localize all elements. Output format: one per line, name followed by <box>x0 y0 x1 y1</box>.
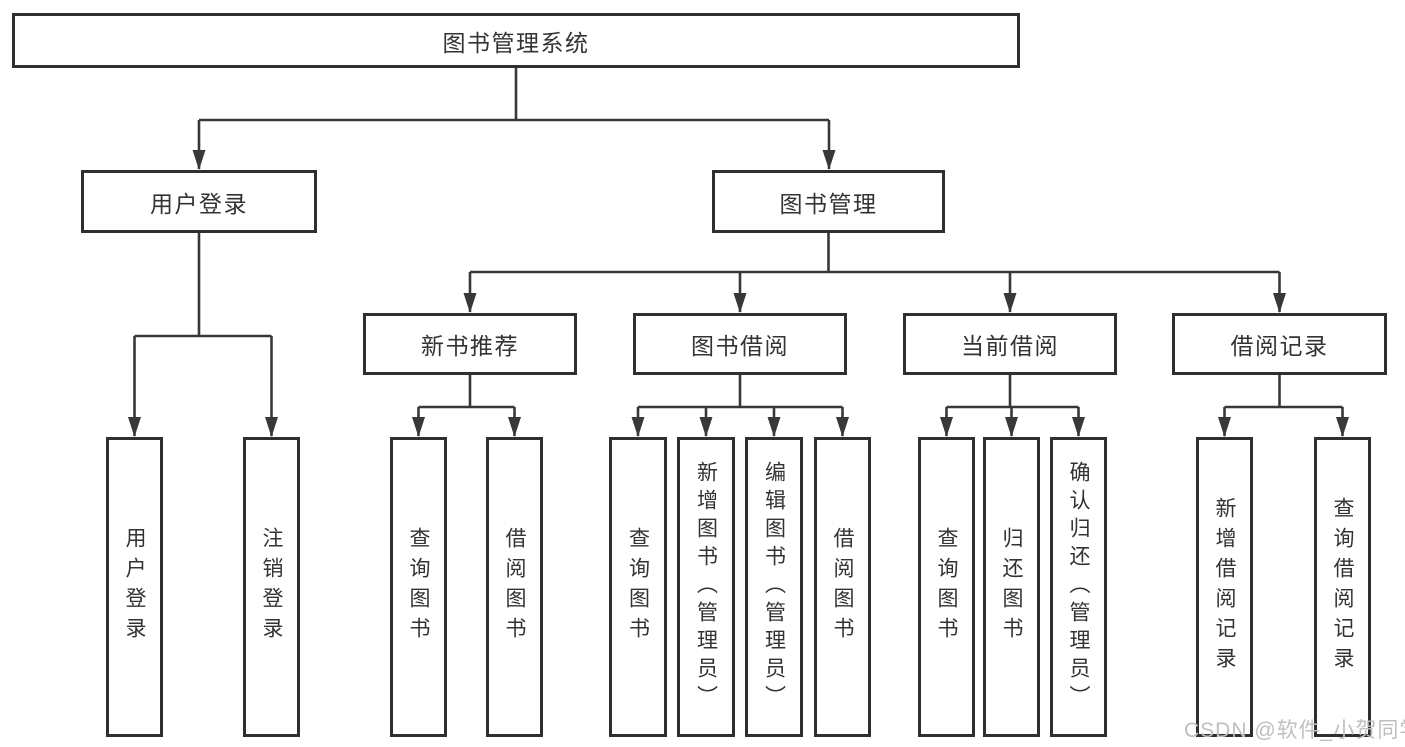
leaf-user-login: 用户登录 <box>106 437 163 737</box>
leaf-cb-confirm-return-admin: 确认归还（管理员） <box>1050 437 1107 737</box>
node-borrow-records: 借阅记录 <box>1172 313 1387 375</box>
leaf-cb-query-books: 查询图书 <box>918 437 975 737</box>
leaf-bb-query-books: 查询图书 <box>609 437 667 737</box>
leaf-br-add-record: 新增借阅记录 <box>1196 437 1253 737</box>
leaf-bb-edit-books-admin: 编辑图书（管理员） <box>745 437 803 737</box>
leaf-nb-query-books: 查询图书 <box>390 437 447 737</box>
leaf-cb-return-books: 归还图书 <box>983 437 1040 737</box>
leaf-logout: 注销登录 <box>243 437 300 737</box>
node-root-library-system: 图书管理系统 <box>12 13 1020 68</box>
leaf-bb-borrow-books: 借阅图书 <box>814 437 871 737</box>
leaf-nb-borrow-books: 借阅图书 <box>486 437 543 737</box>
leaf-bb-add-books-admin: 新增图书（管理员） <box>677 437 735 737</box>
node-user-login: 用户登录 <box>81 170 317 233</box>
node-book-management: 图书管理 <box>712 170 945 233</box>
node-current-borrow: 当前借阅 <box>903 313 1117 375</box>
csdn-watermark: CSDN @软件_小贺同学 <box>1184 719 1405 742</box>
node-book-borrow: 图书借阅 <box>633 313 847 375</box>
leaf-br-query-record: 查询借阅记录 <box>1314 437 1371 737</box>
node-new-book-recommend: 新书推荐 <box>363 313 577 375</box>
